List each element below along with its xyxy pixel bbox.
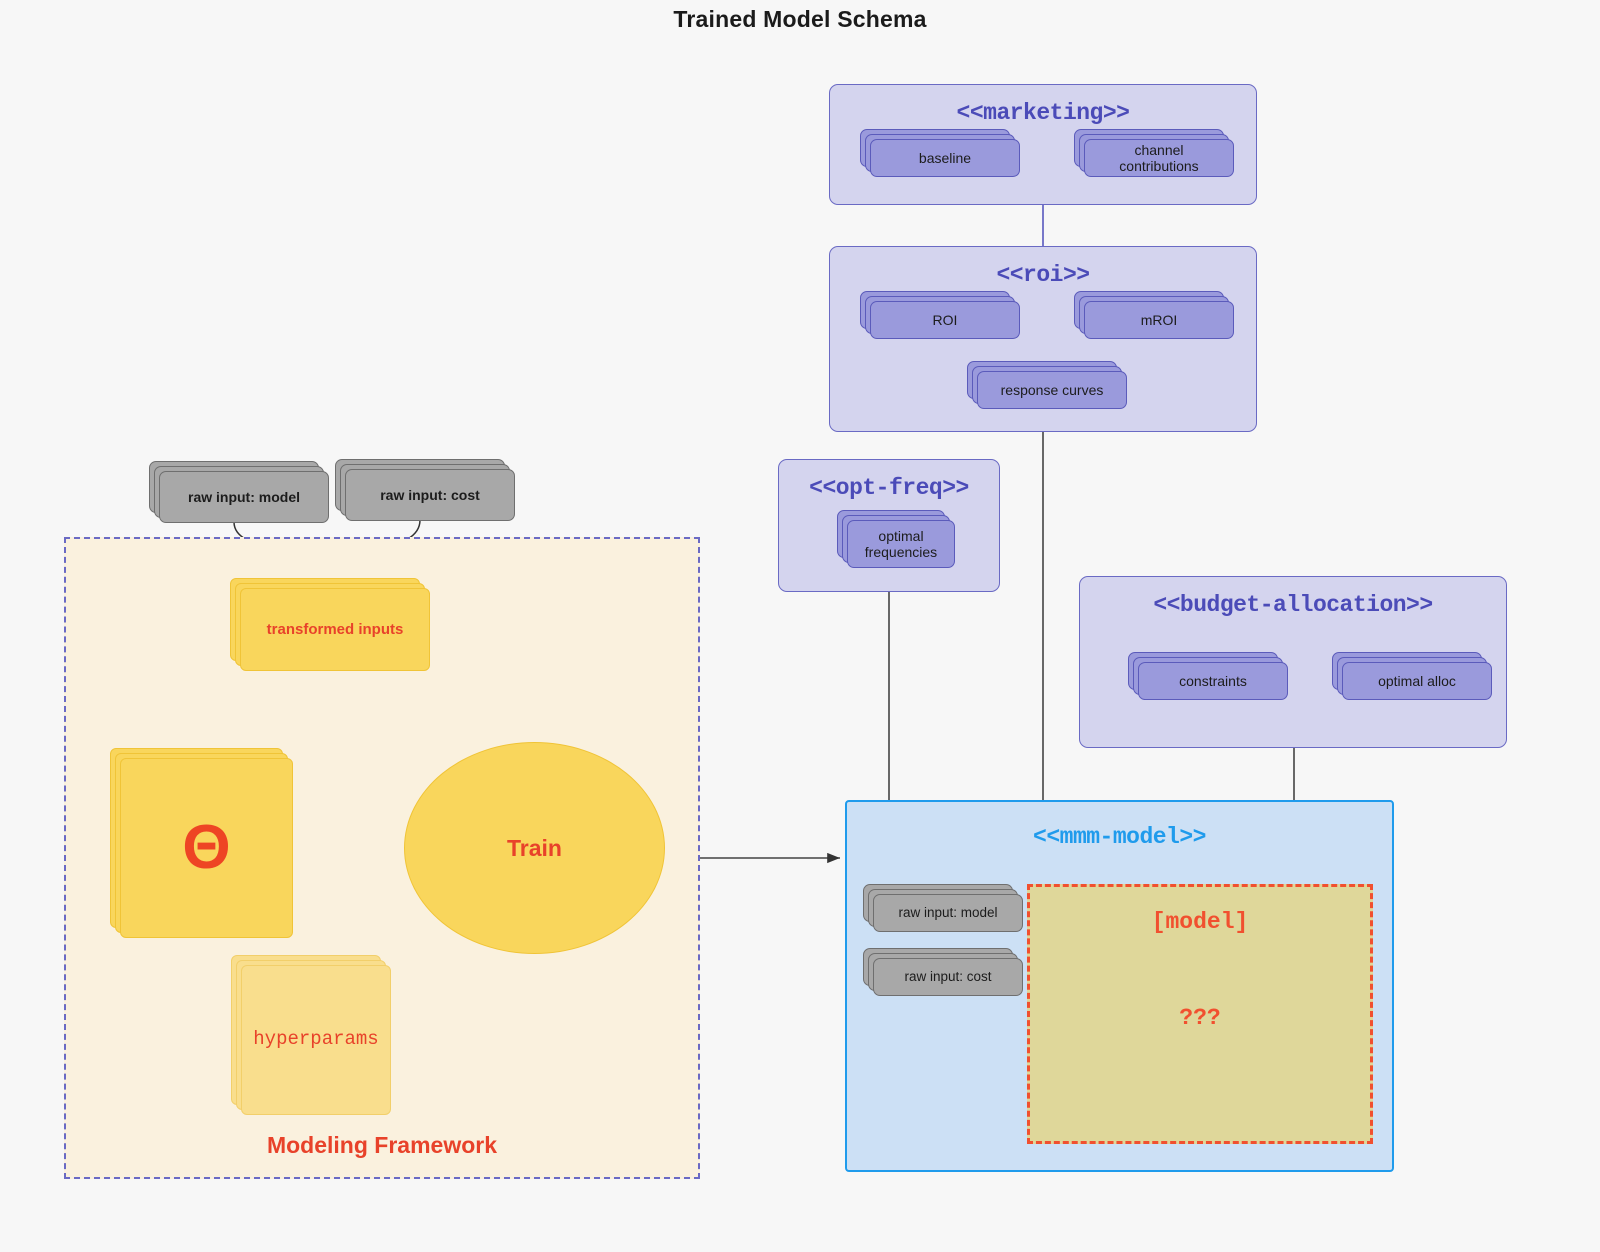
card-front: baseline bbox=[870, 139, 1020, 177]
package-opt-freq-title: <<opt-freq>> bbox=[809, 475, 969, 501]
object-transformed-inputs[interactable]: transformed inputs bbox=[230, 578, 430, 671]
object-mroi[interactable]: mROI bbox=[1074, 291, 1234, 339]
card-front: raw input: cost bbox=[345, 469, 515, 521]
card-front: response curves bbox=[977, 371, 1127, 409]
object-label: raw input: cost bbox=[904, 969, 992, 985]
model-title: [model] bbox=[1151, 909, 1249, 935]
card-front: Θ bbox=[120, 758, 293, 938]
object-raw-input-cost[interactable]: raw input: cost bbox=[335, 459, 515, 521]
package-budget-allocation-title: <<budget-allocation>> bbox=[1153, 592, 1433, 618]
object-label: hyperparams bbox=[253, 1028, 379, 1051]
card-front: mROI bbox=[1084, 301, 1234, 339]
model-unknown: ??? bbox=[1179, 1005, 1221, 1031]
activity-label: Train bbox=[507, 834, 562, 861]
model-placeholder-box: [model] ??? bbox=[1027, 884, 1373, 1144]
activity-train[interactable]: Train bbox=[404, 742, 665, 954]
package-mmm-model-title: <<mmm-model>> bbox=[1033, 824, 1206, 850]
package-budget-allocation: <<budget-allocation>> constraints optima… bbox=[1079, 576, 1507, 748]
package-marketing-title: <<marketing>> bbox=[956, 100, 1130, 126]
package-roi-title: <<roi>> bbox=[996, 262, 1090, 288]
object-label: transformed inputs bbox=[266, 620, 404, 638]
object-label: raw input: model bbox=[188, 488, 300, 505]
object-label: ROI bbox=[932, 311, 958, 328]
modeling-framework-label: Modeling Framework bbox=[266, 1132, 498, 1158]
card-front: constraints bbox=[1138, 662, 1288, 700]
object-label: raw input: cost bbox=[380, 486, 480, 503]
theta-symbol: Θ bbox=[182, 813, 231, 882]
object-constraints[interactable]: constraints bbox=[1128, 652, 1288, 700]
object-raw-input-cost-inner[interactable]: raw input: cost bbox=[863, 948, 1023, 996]
object-label: mROI bbox=[1140, 311, 1178, 328]
card-front: optimal alloc bbox=[1342, 662, 1492, 700]
object-label: raw input: model bbox=[898, 905, 998, 921]
object-roi[interactable]: ROI bbox=[860, 291, 1020, 339]
card-front: raw input: model bbox=[873, 894, 1023, 932]
object-optimal-alloc[interactable]: optimal alloc bbox=[1332, 652, 1492, 700]
card-front: hyperparams bbox=[241, 965, 391, 1115]
object-channel-contributions[interactable]: channel contributions bbox=[1074, 129, 1234, 177]
object-label: baseline bbox=[918, 149, 972, 166]
object-raw-input-model[interactable]: raw input: model bbox=[149, 461, 329, 523]
object-label: response curves bbox=[1000, 381, 1104, 398]
object-hyperparams[interactable]: hyperparams bbox=[231, 955, 391, 1115]
page-title: Trained Model Schema bbox=[673, 6, 927, 32]
object-label: optimal alloc bbox=[1378, 672, 1456, 689]
card-front: raw input: cost bbox=[873, 958, 1023, 996]
object-label: channel contributions bbox=[1119, 141, 1199, 174]
card-front: channel contributions bbox=[1084, 139, 1234, 177]
object-raw-input-model-inner[interactable]: raw input: model bbox=[863, 884, 1023, 932]
package-roi: <<roi>> ROI mROI response curves bbox=[829, 246, 1257, 432]
object-label: constraints bbox=[1179, 672, 1247, 689]
object-baseline[interactable]: baseline bbox=[860, 129, 1020, 177]
package-marketing: <<marketing>> baseline channel contribut… bbox=[829, 84, 1257, 205]
object-response-curves[interactable]: response curves bbox=[967, 361, 1127, 409]
object-theta[interactable]: Θ bbox=[110, 748, 293, 938]
package-mmm-model: <<mmm-model>> raw input: model raw input… bbox=[845, 800, 1394, 1172]
card-front: raw input: model bbox=[159, 471, 329, 523]
card-front: transformed inputs bbox=[240, 588, 430, 671]
card-front: ROI bbox=[870, 301, 1020, 339]
